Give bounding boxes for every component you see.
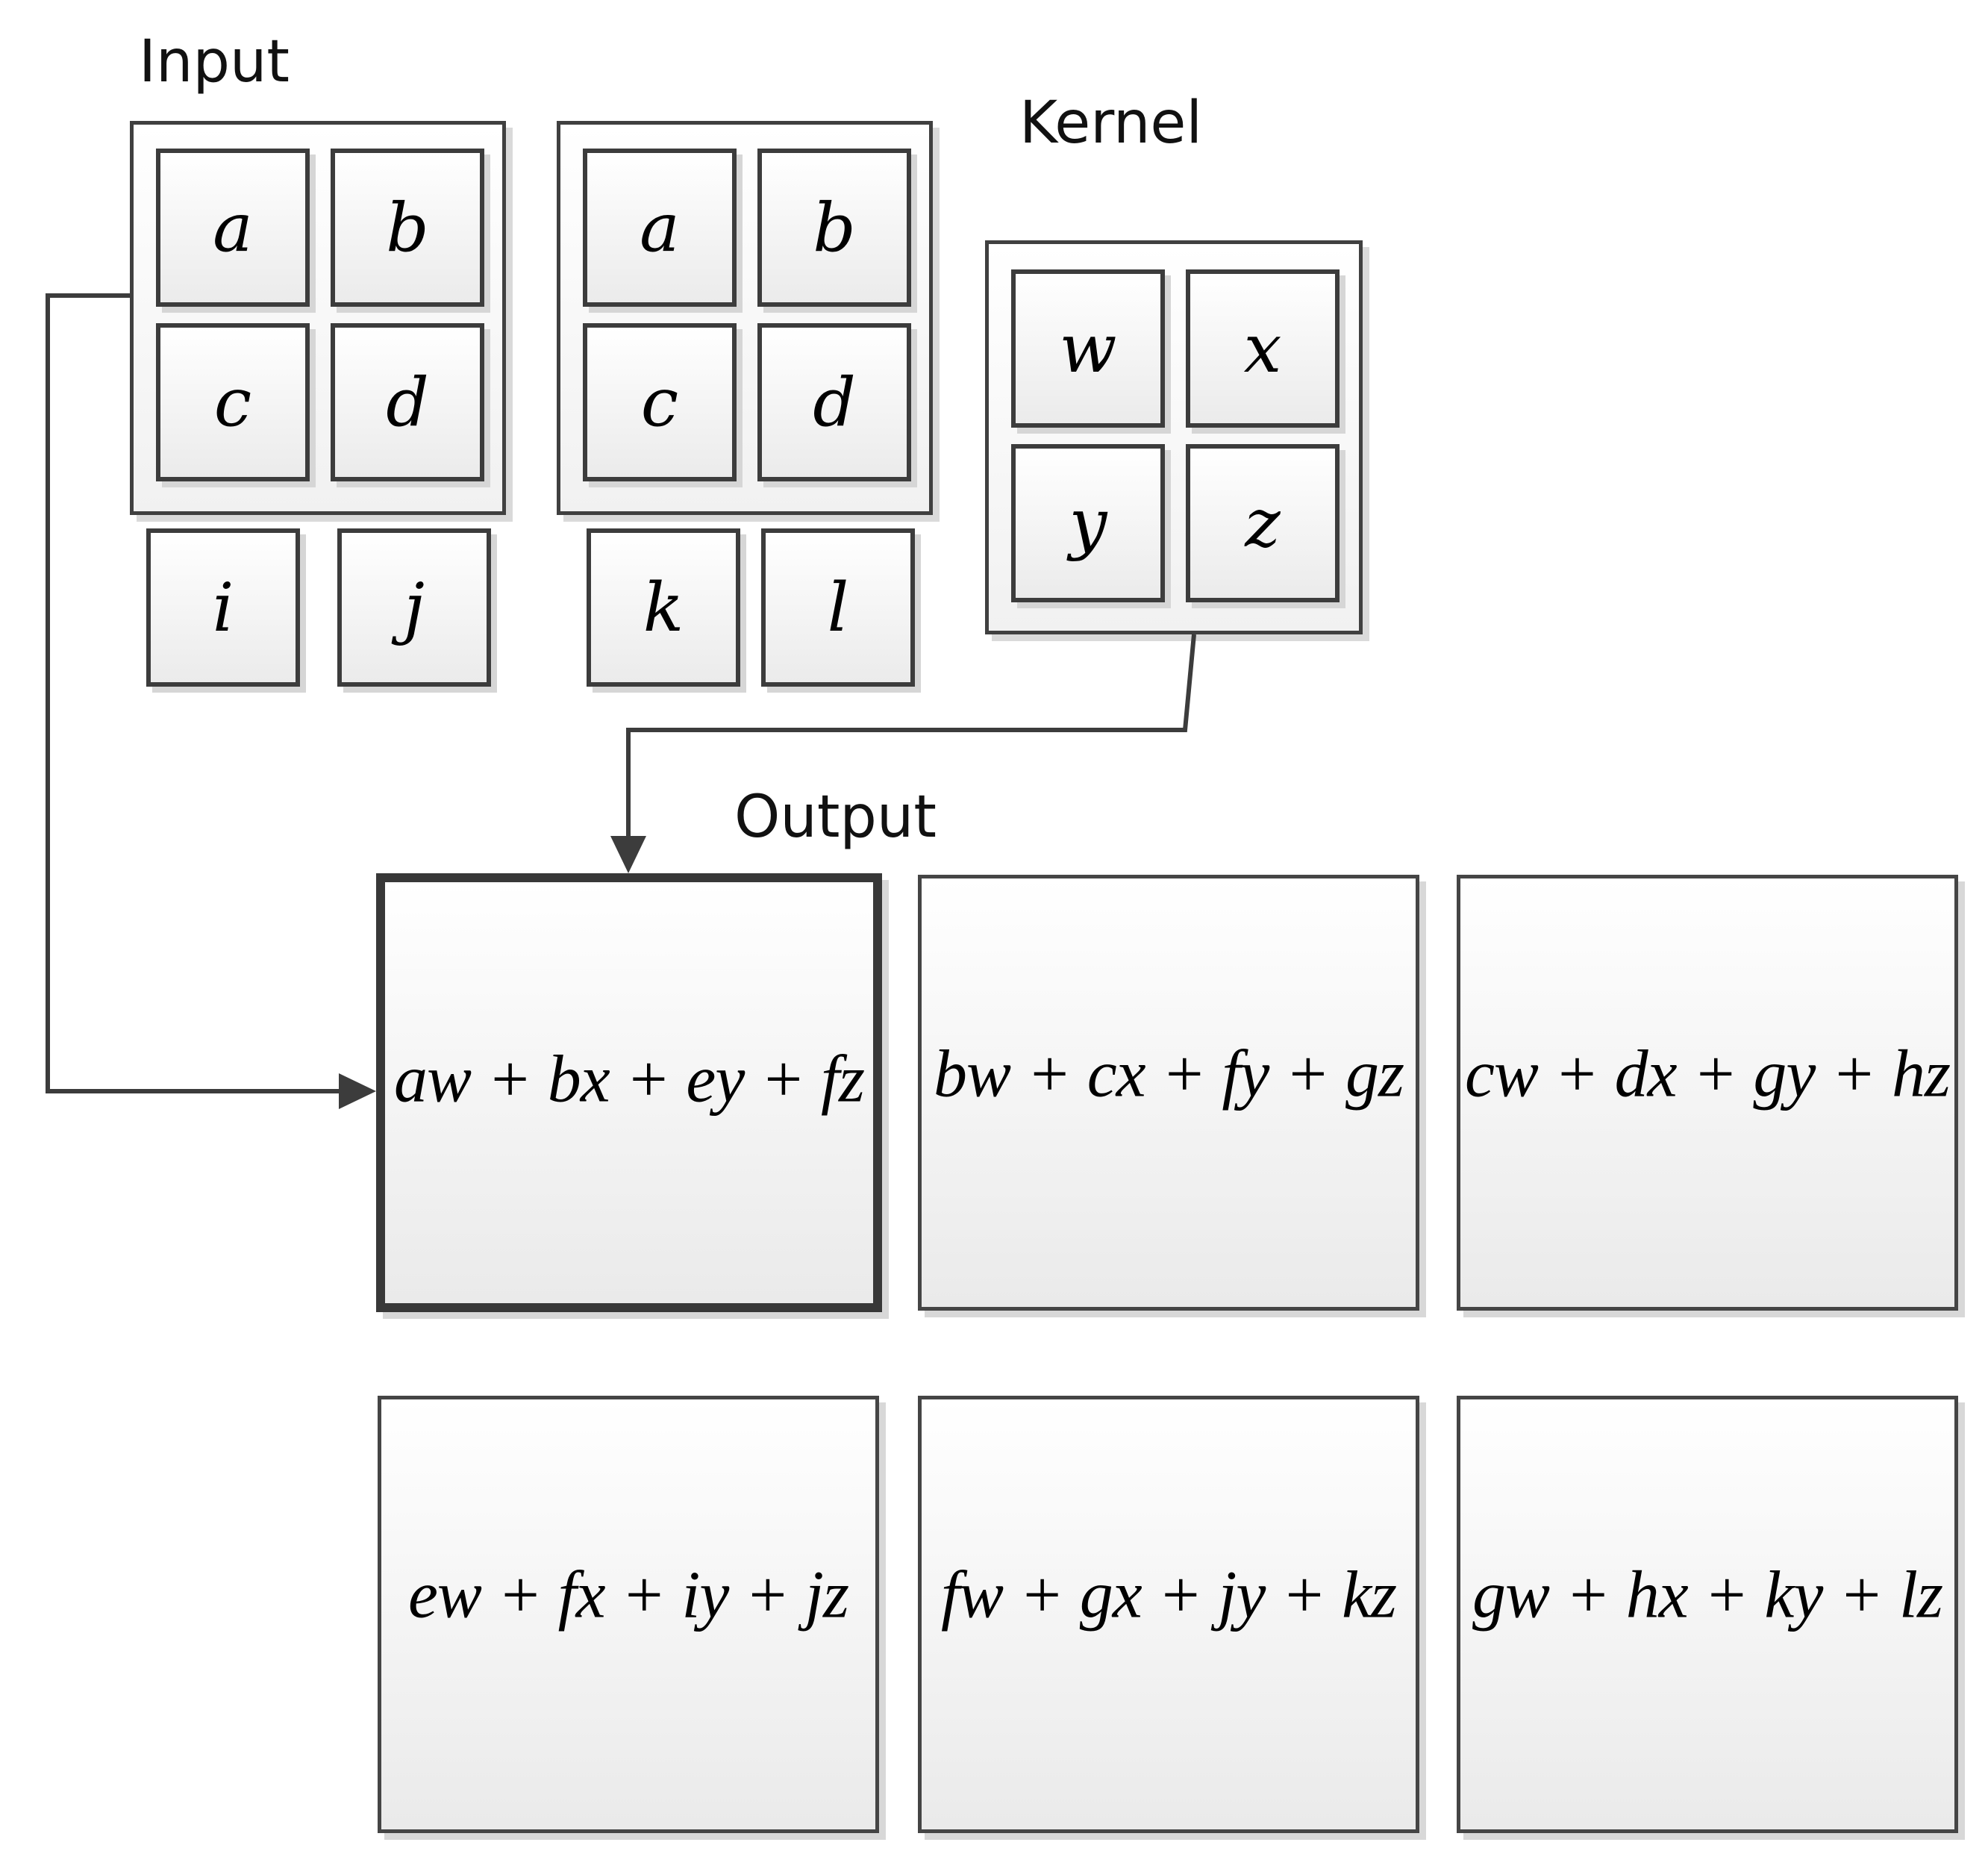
output-expression-1: aw + bx + ey + fz: [393, 1042, 865, 1117]
kernel-to-output-connector: [626, 634, 1196, 839]
input-cell-d-shifted: d: [757, 323, 911, 481]
output-cell-6: gw + hx + ky + lz: [1457, 1396, 1958, 1833]
output-cell-4: ew + fx + iy + jz: [378, 1396, 879, 1833]
output-expression-4: ew + fx + iy + jz: [407, 1558, 849, 1632]
kernel-panel: w x y z: [985, 240, 1363, 634]
output-heading: Output: [734, 784, 937, 851]
input-cell-b-shifted: b: [757, 149, 911, 307]
output-expression-2: bw + cx + fy + gz: [933, 1037, 1404, 1111]
kernel-cell-y: y: [1011, 444, 1165, 602]
input-cell-b: b: [331, 149, 484, 307]
kernel-heading: Kernel: [1019, 90, 1203, 157]
output-expression-5: fw + gx + jy + kz: [940, 1558, 1397, 1632]
output-expression-3: cw + dx + gy + hz: [1464, 1037, 1951, 1111]
input-cell-i: i: [146, 528, 300, 687]
input-cell-a: a: [156, 149, 310, 307]
input-cell-j: j: [337, 528, 491, 687]
input-cell-k: k: [587, 528, 740, 687]
input-heading: Input: [139, 28, 290, 96]
output-expression-6: gw + hx + ky + lz: [1472, 1558, 1943, 1632]
input-cell-d: d: [331, 323, 484, 481]
output-cell-5: fw + gx + jy + kz: [918, 1396, 1419, 1833]
input-to-output-arrowhead: [339, 1073, 376, 1109]
kernel-cell-z: z: [1186, 444, 1340, 602]
output-cell-2: bw + cx + fy + gz: [918, 875, 1419, 1311]
input-cell-c: c: [156, 323, 310, 481]
input-panel-right: a b c d: [557, 121, 933, 515]
kernel-to-output-arrowhead: [610, 836, 646, 873]
input-cell-c-shifted: c: [583, 323, 737, 481]
output-cell-1: aw + bx + ey + fz: [376, 873, 882, 1312]
input-cell-a-shifted: a: [583, 149, 737, 307]
kernel-cell-x: x: [1186, 269, 1340, 428]
kernel-cell-w: w: [1011, 269, 1165, 428]
input-panel-left: a b c d: [130, 121, 506, 515]
input-cell-l: l: [761, 528, 915, 687]
input-to-output-connector: [46, 293, 354, 1093]
output-cell-3: cw + dx + gy + hz: [1457, 875, 1958, 1311]
